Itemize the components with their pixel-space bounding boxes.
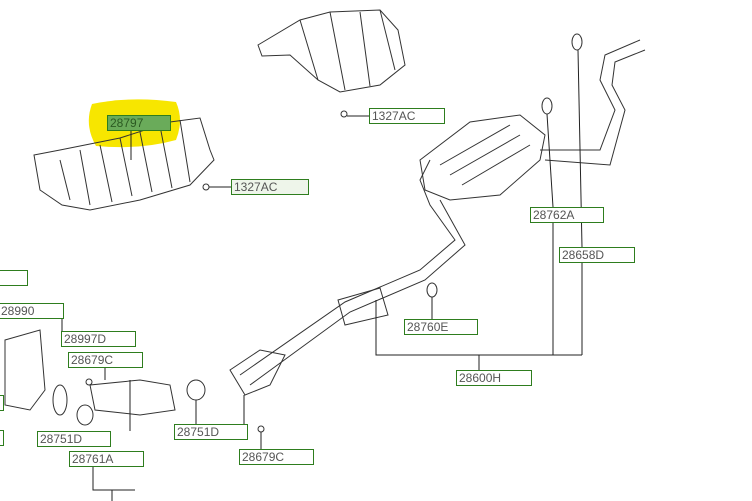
label-28658d[interactable]: 28658D — [559, 247, 635, 263]
label-28760e[interactable]: 28760E — [404, 319, 478, 335]
resonator — [337, 287, 389, 326]
label-1327ac-center[interactable]: 1327AC — [369, 108, 445, 124]
label-1327ac-front[interactable]: 1327AC — [231, 179, 309, 195]
label-28679c-center[interactable]: 28679C — [239, 449, 314, 465]
label-28751d-left[interactable]: 28751D — [37, 431, 111, 447]
label-empty-mid[interactable] — [0, 395, 4, 411]
label-28761a[interactable]: 28761A — [69, 451, 144, 467]
exhaust-pipe — [239, 159, 466, 386]
catalytic-converter-left — [4, 329, 46, 411]
label-28990[interactable]: 28990 — [0, 303, 64, 319]
label-28679c-left[interactable]: 28679C — [68, 352, 143, 368]
center-heat-protector — [257, 9, 406, 93]
label-28797-heat-protector[interactable]: 28797 — [107, 115, 171, 131]
label-empty-top[interactable] — [0, 270, 28, 286]
label-28997d[interactable]: 28997D — [61, 331, 136, 347]
label-28751d-center[interactable]: 28751D — [174, 424, 248, 440]
label-empty-bottom[interactable] — [0, 430, 4, 446]
label-28762a[interactable]: 28762A — [530, 207, 604, 223]
label-28600h[interactable]: 28600H — [456, 370, 532, 386]
front-pipe — [89, 379, 176, 416]
catalytic-converter-center — [229, 349, 286, 396]
main-muffler — [419, 114, 546, 201]
